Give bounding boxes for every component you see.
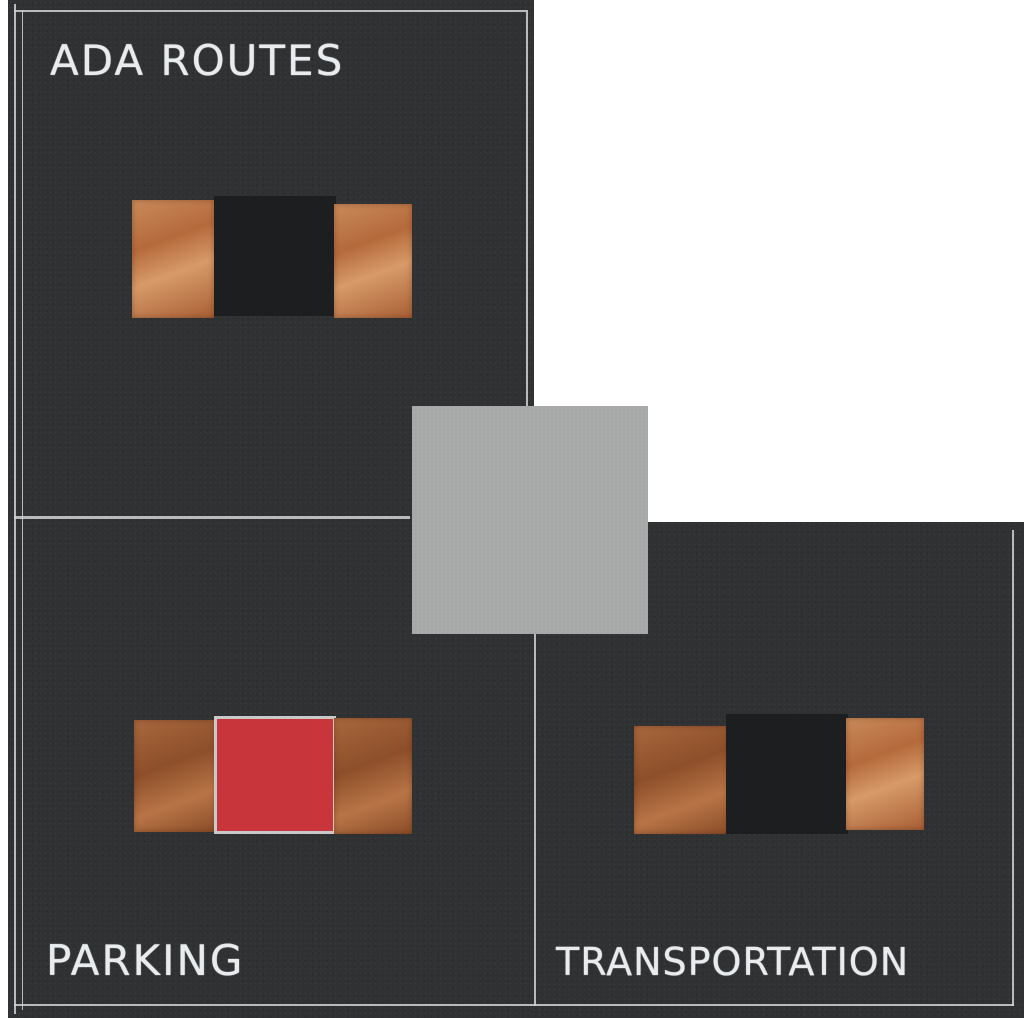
divider-horizontal <box>14 516 410 519</box>
transport-copper-left <box>634 726 728 834</box>
label-parking: PARKING <box>46 936 245 985</box>
frame-left-line <box>14 4 16 1014</box>
parking-red-center <box>214 716 336 834</box>
transport-copper-right <box>846 718 924 830</box>
ada-copper-right <box>334 204 412 318</box>
frame-right-line-bottom <box>1012 530 1014 1006</box>
parking-copper-left <box>134 720 216 832</box>
divider-vertical <box>534 634 536 1006</box>
label-ada-routes: ADA ROUTES <box>50 36 345 85</box>
ada-copper-left <box>132 200 214 318</box>
label-transportation: TRANSPORTATION <box>556 940 910 984</box>
parking-copper-right <box>334 718 412 834</box>
center-grey-tile <box>412 406 648 634</box>
ada-black-center <box>214 196 336 316</box>
frame-right-line-top <box>526 10 528 406</box>
frame-bottom-line <box>14 1004 1014 1006</box>
frame-left-line-2 <box>22 10 23 1010</box>
frame-top-line <box>14 10 526 12</box>
transport-black-center <box>726 714 848 834</box>
